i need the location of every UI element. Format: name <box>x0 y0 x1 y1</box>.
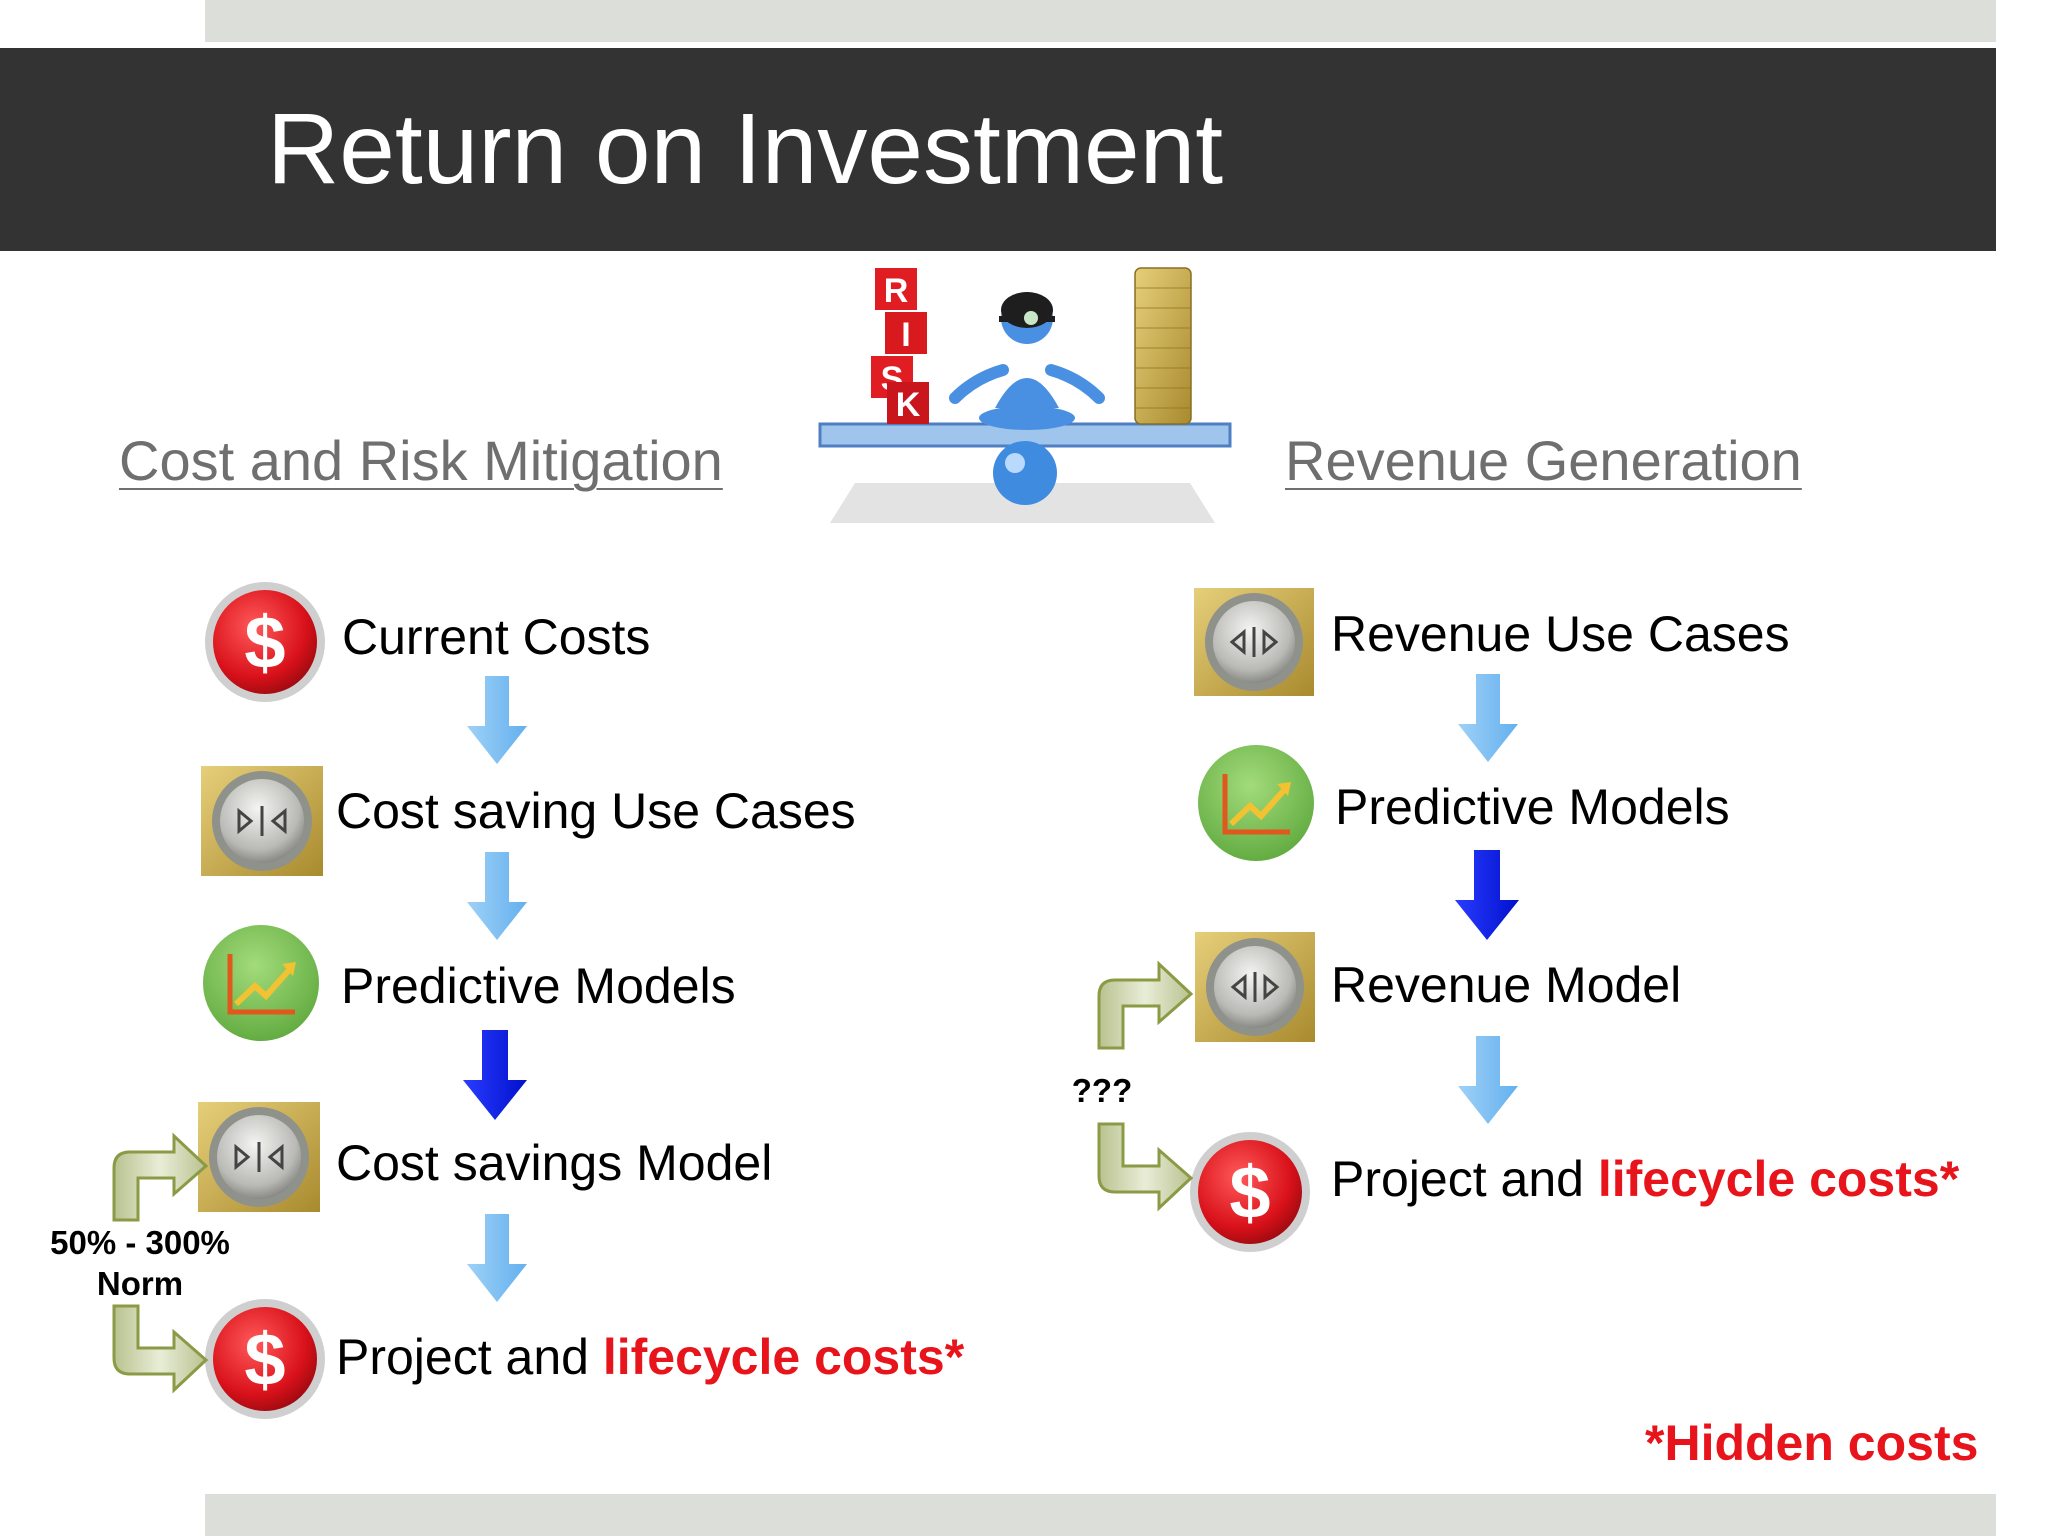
left-step-5-label: Project and lifecycle costs* <box>336 1332 964 1382</box>
left-loop-note-1: 50% - 300% <box>50 1224 230 1261</box>
bent-arrow-up-icon <box>112 1132 209 1222</box>
left-step-5-highlight: lifecycle costs* <box>602 1329 965 1385</box>
bottom-band <box>205 1494 1996 1536</box>
svg-text:$: $ <box>1229 1151 1270 1234</box>
title-bar <box>0 48 1996 251</box>
left-step-1-label: Current Costs <box>342 609 651 665</box>
top-band <box>205 0 1996 42</box>
down-arrow-dark-icon <box>463 1030 527 1120</box>
chart-up-icon <box>203 925 319 1041</box>
right-heading: Revenue Generation <box>1285 429 1802 492</box>
right-step-1-label: Revenue Use Cases <box>1331 606 1790 662</box>
slide-title: Return on Investment <box>267 93 1224 205</box>
diverge-icon <box>1195 932 1315 1042</box>
right-loop-note: ??? <box>1071 1072 1133 1109</box>
left-step-2-label: Cost saving Use Cases <box>336 783 856 839</box>
right-step-3-label: Revenue Model <box>1331 957 1682 1013</box>
right-step-4-label: Project and lifecycle costs* <box>1331 1154 1959 1204</box>
risk-letter-i: I <box>901 316 910 354</box>
left-step-5-text: Project and <box>336 1329 603 1385</box>
down-arrow-dark-icon <box>1455 850 1519 940</box>
left-step-3-label: Predictive Models <box>341 958 736 1014</box>
left-loop-note-2: Norm <box>96 1265 184 1303</box>
svg-text:$: $ <box>244 1318 285 1401</box>
down-arrow-icon <box>1458 674 1518 762</box>
converge-icon <box>198 1102 320 1212</box>
hidden-costs-footnote: *Hidden costs <box>1645 1415 1979 1471</box>
right-step-4-text: Project and <box>1331 1151 1598 1207</box>
dollar-icon: $ <box>205 1299 325 1419</box>
bent-arrow-up-icon <box>1097 960 1194 1050</box>
down-arrow-icon <box>1458 1036 1518 1124</box>
left-heading: Cost and Risk Mitigation <box>119 429 723 492</box>
left-loop-note: 50% - 300% Norm <box>40 1222 240 1305</box>
down-arrow-icon <box>467 852 527 940</box>
bent-arrow-down-icon <box>112 1304 209 1394</box>
down-arrow-icon <box>467 676 527 764</box>
diverge-icon <box>1194 588 1314 696</box>
converge-icon <box>201 766 323 876</box>
chart-up-icon <box>1198 745 1314 861</box>
right-step-2-label: Predictive Models <box>1335 779 1730 835</box>
risk-balance-icon: R I S K <box>818 267 1232 523</box>
right-step-4-highlight: lifecycle costs* <box>1597 1151 1960 1207</box>
risk-letter-r: R <box>884 272 909 310</box>
left-step-4-label: Cost savings Model <box>336 1135 773 1191</box>
dollar-icon: $ <box>205 582 325 702</box>
bent-arrow-down-icon <box>1097 1122 1194 1212</box>
svg-text:$: $ <box>244 601 285 684</box>
risk-letter-k: K <box>896 386 921 424</box>
dollar-icon: $ <box>1190 1132 1310 1252</box>
down-arrow-icon <box>467 1214 527 1302</box>
